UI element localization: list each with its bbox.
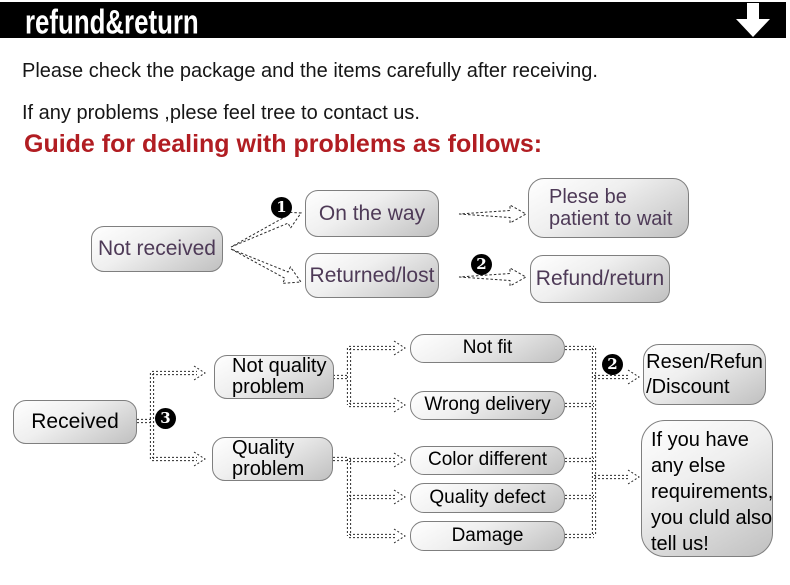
node-damage: Damage [410, 521, 565, 551]
node-quality-defect: Quality defect [410, 483, 565, 513]
node-returned-lost: Returned/lost [305, 253, 439, 298]
guide-heading: Guide for dealing with problems as follo… [24, 130, 543, 158]
node-quality-problem: Quality problem [212, 437, 333, 481]
node-wrong-delivery: Wrong delivery [410, 391, 565, 420]
node-refund-return: Refund/return [530, 255, 670, 303]
badge-2-icon: 2 [471, 254, 492, 275]
header-bar: refund&return [0, 2, 786, 42]
down-arrow-icon [736, 3, 770, 37]
node-on-the-way: On the way [305, 190, 439, 237]
node-not-received: Not received [91, 226, 223, 272]
intro-line-2: If any problems ,plese feel tree to cont… [22, 102, 420, 124]
node-not-fit: Not fit [410, 334, 565, 363]
node-color-different: Color different [410, 446, 565, 475]
node-please-be-patient: Plese be patient to wait [528, 178, 689, 238]
node-resend-refund-discount: Resen/Refun /Discount [643, 344, 766, 405]
node-not-quality-problem: Not quality problem [214, 355, 334, 399]
page-title: refund&return [25, 3, 199, 42]
intro-line-1: Please check the package and the items c… [22, 60, 598, 82]
node-any-else-requirements: If you have any else requirements, you c… [641, 420, 773, 557]
node-received: Received [13, 400, 137, 444]
badge-3-icon: 3 [155, 408, 176, 429]
badge-1-icon: 1 [271, 197, 292, 218]
badge-2b-icon: 2 [602, 354, 623, 375]
